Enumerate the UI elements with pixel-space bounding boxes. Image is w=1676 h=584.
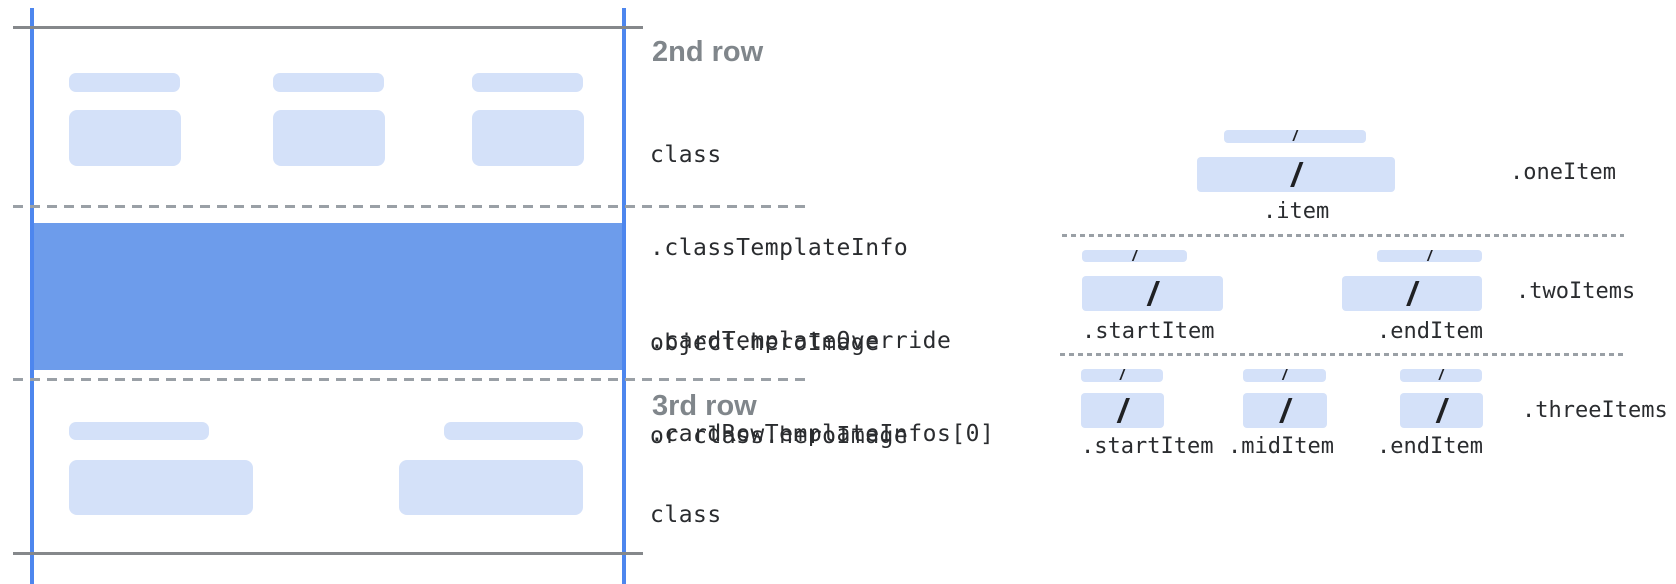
card-left-edge-line	[30, 8, 34, 584]
code-line: class	[650, 502, 722, 528]
three-items-mid-value-rect: /	[1243, 393, 1327, 428]
row2-code-annotation: class .classTemplateInfo .cardTemplateOv…	[650, 78, 994, 512]
hero-image-band	[34, 223, 622, 370]
slash-glyph: /	[1132, 247, 1137, 265]
one-item-label-rect: /	[1224, 128, 1366, 145]
two-items-end-value-rect: /	[1342, 276, 1482, 311]
three-items-start-value-rect: /	[1081, 393, 1164, 428]
slash-glyph: /	[1117, 392, 1128, 429]
row3-end-label-placeholder	[444, 422, 583, 440]
two-items-start-value-rect: /	[1082, 276, 1223, 311]
three-items-end-label-rect: /	[1400, 367, 1482, 384]
slash-glyph: /	[1436, 392, 1447, 429]
slash-glyph: /	[1291, 156, 1301, 193]
row2-item1-value-placeholder	[69, 110, 181, 166]
row2-item3-value-placeholder	[472, 110, 584, 166]
two-items-end-label: .endItem	[1377, 319, 1483, 344]
three-items-end-label: .endItem	[1377, 434, 1483, 459]
code-line: .cardRowTemplateInfos[0]	[650, 421, 995, 447]
templates-separator-dashed-line	[1062, 234, 1624, 237]
one-item-name-label: .oneItem	[1510, 160, 1616, 185]
row2-item2-label-placeholder	[273, 73, 384, 92]
three-items-start-label: .startItem	[1081, 434, 1214, 459]
slash-glyph: /	[1438, 367, 1444, 384]
slash-glyph: /	[1427, 247, 1432, 265]
row3-end-value-placeholder	[399, 460, 583, 515]
slash-glyph: /	[1147, 275, 1158, 312]
code-line: class	[650, 142, 722, 168]
slash-glyph: /	[1407, 275, 1417, 312]
three-items-start-label-rect: /	[1081, 367, 1163, 384]
two-items-start-label-rect: /	[1082, 247, 1187, 265]
one-item-value-rect: /	[1197, 157, 1395, 192]
row2-item3-label-placeholder	[472, 73, 583, 92]
card-bottom-line	[13, 552, 643, 555]
slash-glyph: /	[1292, 128, 1298, 145]
row3-start-label-placeholder	[69, 422, 209, 440]
slash-glyph: /	[1282, 367, 1287, 384]
one-item-item-label: .item	[1263, 199, 1330, 224]
row3-title: 3rd row	[652, 390, 757, 422]
hero-code-annotation: object.heroImage or class.heroImage	[650, 266, 908, 514]
card-row2-separator-dashed-line	[13, 205, 805, 208]
code-line: object.heroImage	[650, 330, 880, 356]
row3-start-value-placeholder	[69, 460, 253, 515]
card-top-line	[13, 26, 643, 29]
three-items-mid-label: .midItem	[1228, 434, 1334, 459]
card-right-edge-line	[622, 8, 626, 584]
row2-title: 2nd row	[652, 36, 764, 68]
slash-glyph: /	[1119, 367, 1125, 384]
two-items-end-label-rect: /	[1377, 247, 1482, 265]
code-line: .classTemplateInfo	[650, 235, 909, 261]
slash-glyph: /	[1280, 392, 1290, 429]
templates-separator-dashed-line	[1060, 353, 1624, 356]
row2-item1-label-placeholder	[69, 73, 180, 92]
code-line: .cardTemplateOverride	[650, 328, 952, 354]
row3-code-annotation: class .classTemplateInfo .cardTemplateOv…	[650, 438, 994, 584]
card-hero-separator-dashed-line	[13, 378, 805, 381]
row2-item2-value-placeholder	[273, 110, 385, 166]
two-items-name-label: .twoItems	[1516, 279, 1636, 304]
three-items-mid-label-rect: /	[1243, 367, 1326, 384]
two-items-start-label: .startItem	[1082, 319, 1215, 344]
three-items-end-value-rect: /	[1400, 393, 1483, 428]
three-items-name-label: .threeItems	[1522, 398, 1668, 423]
code-line: or class.heroImage	[650, 423, 909, 449]
